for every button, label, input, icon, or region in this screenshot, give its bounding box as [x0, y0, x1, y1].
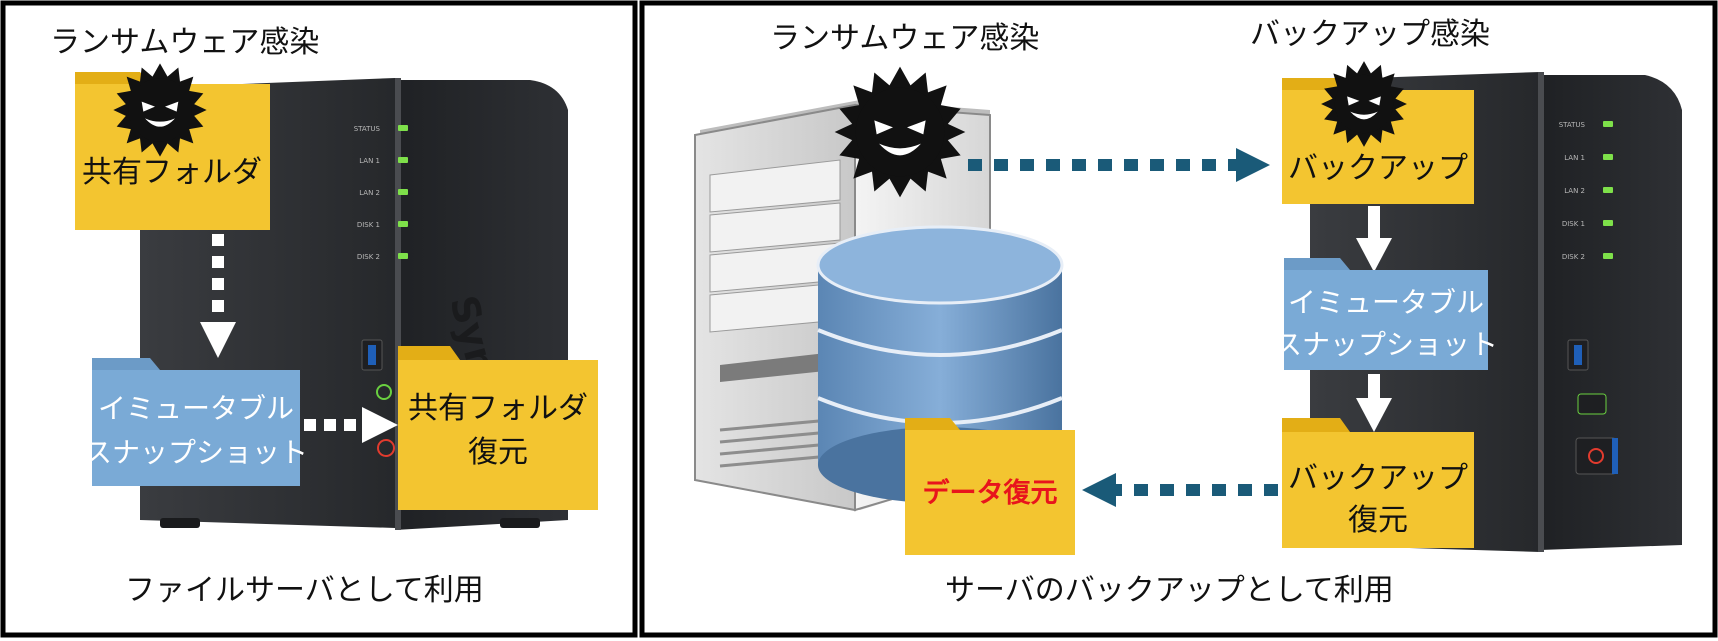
- nas-led-label: DISK 2: [357, 253, 380, 261]
- backup-infection-label: バックアップ感染: [1250, 17, 1490, 52]
- nas-led-label: LAN 2: [1564, 187, 1585, 195]
- data-restore-folder: データ復元: [905, 418, 1075, 555]
- left-caption: ファイルサーバとして利用: [125, 573, 484, 608]
- restore-arrow: [1082, 473, 1278, 507]
- nas-led-indicator: [398, 253, 408, 259]
- copy-button-icon: [376, 384, 392, 400]
- nas-led-indicator: [398, 189, 408, 195]
- backup-virus-icon: [1321, 61, 1407, 147]
- right-power-button-icon: [1588, 448, 1604, 464]
- backup-folder-label: バックアップ: [1288, 151, 1468, 186]
- right-caption: サーバのバックアップとして利用: [945, 573, 1394, 608]
- left-snapshot-box: イミュータブル スナップショット: [84, 358, 308, 486]
- nas-led-indicator: [1603, 121, 1613, 127]
- left-restore-folder: 共有フォルダ 復元: [398, 346, 598, 510]
- power-button-icon: [377, 439, 395, 457]
- nas-led-indicator: [1603, 187, 1613, 193]
- nas-led-label: LAN 1: [1564, 154, 1585, 162]
- left-snapshot-line1: イミュータブル: [98, 392, 294, 425]
- nas-led-label: DISK 1: [357, 221, 380, 229]
- nas-led-label: LAN 2: [359, 189, 380, 197]
- nas-led-indicator: [1603, 220, 1613, 226]
- nas-led-label: STATUS: [354, 125, 381, 133]
- right-snapshot-box: イミュータブル スナップショット: [1274, 258, 1498, 370]
- backup-restore-line2: 復元: [1348, 503, 1408, 538]
- data-restore-label: データ復元: [923, 477, 1058, 509]
- right-down-arrow-2: [1356, 374, 1392, 432]
- nas-led-indicator: [1603, 253, 1613, 259]
- nas-led-indicator: [398, 157, 408, 163]
- nas-led-label: LAN 1: [359, 157, 380, 165]
- right-snapshot-line1: イミュータブル: [1288, 286, 1484, 319]
- right-snapshot-line2: スナップショット: [1274, 328, 1498, 361]
- left-right-arrow: [304, 407, 398, 443]
- infection-arrow: [968, 148, 1270, 182]
- left-snapshot-line2: スナップショット: [84, 436, 308, 469]
- shared-folder-label: 共有フォルダ: [82, 155, 262, 190]
- right-down-arrow-1: [1356, 206, 1392, 272]
- left-ransomware-label: ランサムウェア感染: [50, 25, 319, 60]
- left-panel-border: [0, 0, 638, 638]
- server-ransomware-label: ランサムウェア感染: [770, 21, 1039, 56]
- backup-restore-line1: バックアップ: [1288, 461, 1468, 496]
- server-virus-icon: [834, 66, 966, 198]
- nas-led-indicator: [398, 221, 408, 227]
- left-down-arrow: [200, 234, 236, 358]
- right-panel-border: [639, 0, 1718, 638]
- nas-led-indicator: [398, 125, 408, 131]
- nas-led-label: DISK 1: [1562, 220, 1585, 228]
- left-restore-line1: 共有フォルダ: [408, 391, 588, 426]
- left-restore-line2: 復元: [468, 435, 528, 470]
- left-virus-icon: [113, 63, 207, 157]
- backup-restore-folder: バックアップ 復元: [1282, 418, 1474, 548]
- nas-led-indicator: [1603, 154, 1613, 160]
- nas-led-label: DISK 2: [1562, 253, 1585, 261]
- nas-led-label: STATUS: [1559, 121, 1586, 129]
